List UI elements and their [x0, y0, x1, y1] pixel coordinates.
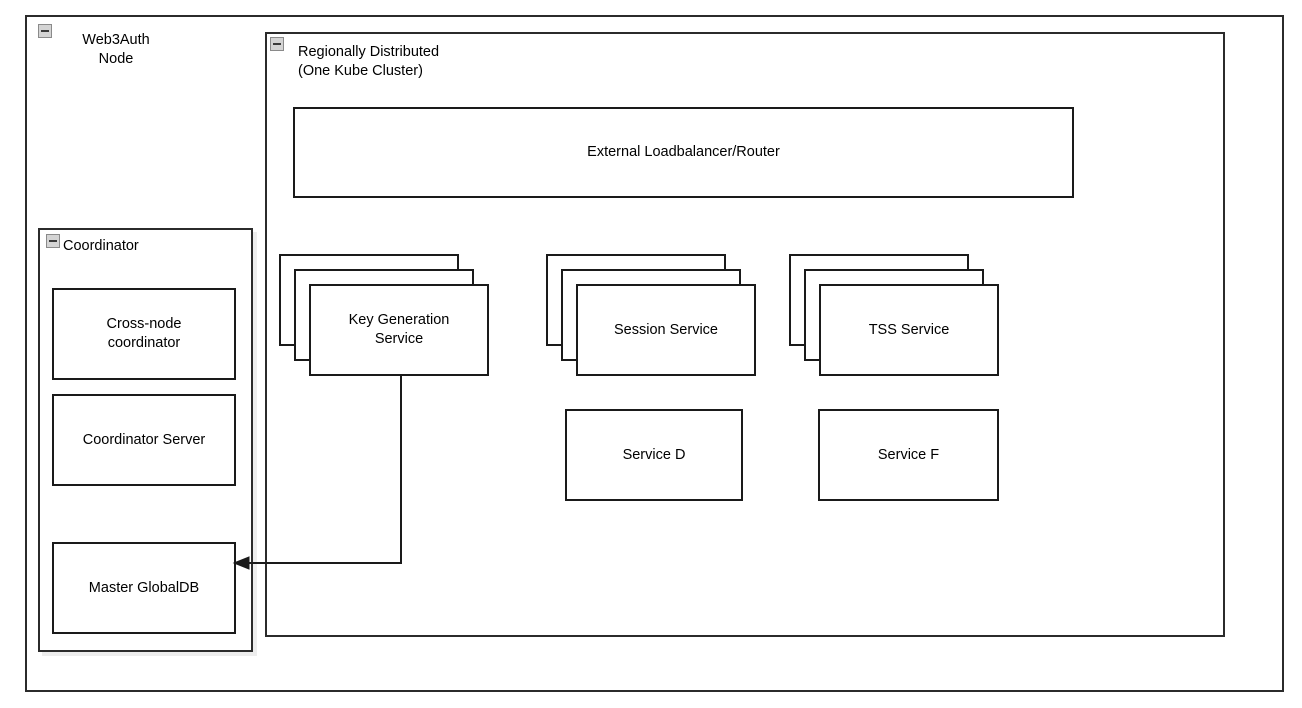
collapse-minus-icon-regionally-distributed[interactable] [270, 37, 284, 51]
stack-layer-front-key-generation-service[interactable]: Key Generation Service [309, 284, 489, 376]
node-coordinator-server[interactable]: Coordinator Server [52, 394, 236, 486]
node-cross-node-coordinator[interactable]: Cross-node coordinator [52, 288, 236, 380]
stack-tss-service[interactable]: TSS Service [789, 254, 999, 376]
node-master-globaldb[interactable]: Master GlobalDB [52, 542, 236, 634]
stack-layer-front-tss-service[interactable]: TSS Service [819, 284, 999, 376]
stack-session-service[interactable]: Session Service [546, 254, 756, 376]
collapse-minus-icon-web3auth-node[interactable] [38, 24, 52, 38]
stack-key-generation-service[interactable]: Key Generation Service [279, 254, 489, 376]
collapse-minus-icon-coordinator[interactable] [46, 234, 60, 248]
node-service-d[interactable]: Service D [565, 409, 743, 501]
container-label-web3auth-node: Web3Auth Node [82, 32, 150, 67]
node-external-loadbalancer-router[interactable]: External Loadbalancer/Router [293, 107, 1074, 198]
node-service-f[interactable]: Service F [818, 409, 999, 501]
container-label-coordinator: Coordinator [63, 238, 139, 254]
container-label-regionally-distributed: Regionally Distributed (One Kube Cluster… [298, 44, 440, 79]
stack-layer-front-session-service[interactable]: Session Service [576, 284, 756, 376]
